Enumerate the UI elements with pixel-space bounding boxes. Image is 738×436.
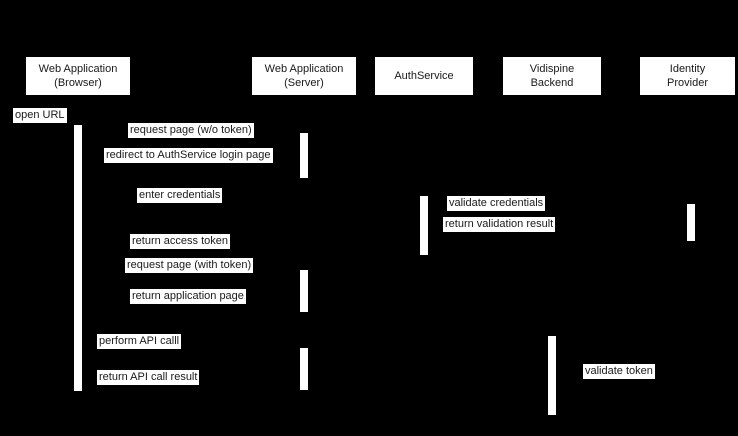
message-label-return-access-token[interactable]: return access token	[130, 234, 230, 249]
activation-bar-identity-1	[687, 204, 695, 241]
message-label-enter-credentials[interactable]: enter credentials	[137, 188, 223, 203]
message-label-validate-credentials[interactable]: validate credentials	[447, 196, 546, 211]
activation-bar-browser-main	[74, 125, 82, 391]
participant-box-server[interactable]: Web Application (Server)	[252, 57, 356, 95]
message-label-return-validation-result[interactable]: return validation result	[443, 217, 556, 232]
activation-bar-vidispine-1	[548, 336, 556, 415]
activation-bar-server-3	[300, 348, 308, 390]
message-label-return-api-call-result[interactable]: return API call result	[97, 370, 200, 385]
message-label-perform-api-call[interactable]: perform API calll	[97, 334, 182, 349]
participant-box-browser[interactable]: Web Application (Browser)	[26, 57, 130, 95]
lifeline-identity	[691, 95, 692, 436]
participant-box-identity[interactable]: Identity Provider	[640, 57, 735, 95]
activation-bar-auth-1	[420, 196, 428, 255]
activation-bar-server-1	[300, 133, 308, 178]
message-label-redirect-to-auth[interactable]: redirect to AuthService login page	[104, 148, 273, 163]
lifeline-server	[304, 95, 305, 436]
participant-box-vidispine[interactable]: Vidispine Backend	[503, 57, 601, 95]
lifeline-authservice	[424, 95, 425, 436]
participant-box-authservice[interactable]: AuthService	[375, 57, 473, 95]
message-label-validate-token[interactable]: validate token	[583, 364, 655, 379]
message-label-open-url[interactable]: open URL	[13, 108, 67, 123]
activation-bar-server-2	[300, 270, 308, 312]
message-label-request-page-no-token[interactable]: request page (w/o token)	[128, 123, 254, 138]
message-label-request-page-with-token[interactable]: request page (with token)	[125, 258, 254, 273]
lifeline-vidispine	[552, 95, 553, 436]
message-label-return-application-page[interactable]: return application page	[130, 289, 246, 304]
